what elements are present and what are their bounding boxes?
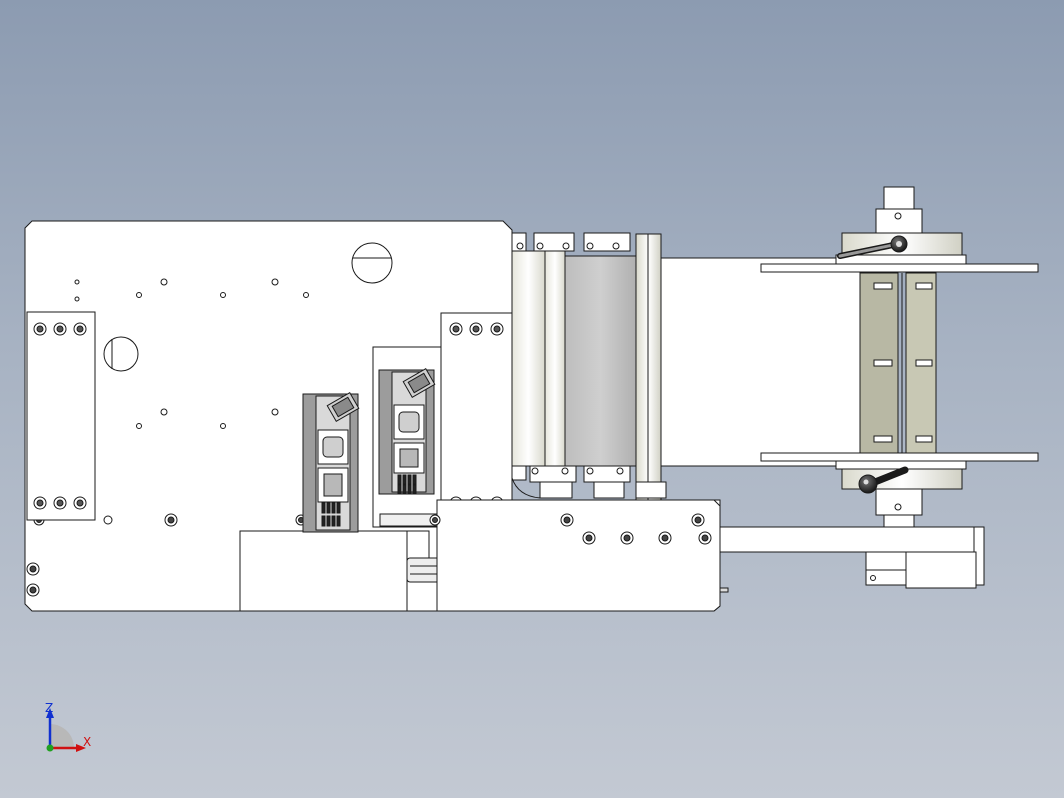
ball-handle-lever-bottom[interactable] <box>858 466 909 494</box>
left-side-bracket <box>26 311 96 521</box>
roller-assembly <box>511 232 667 501</box>
adjust-post-bottom <box>835 460 977 589</box>
x-axis-label: X <box>83 735 91 749</box>
coordinate-triad-icon: Z X <box>45 701 91 752</box>
z-axis-label: Z <box>45 701 53 715</box>
mount-hole-top <box>351 242 393 284</box>
right-side-bracket <box>440 312 513 521</box>
roller-2 <box>544 250 566 467</box>
mount-hole-left <box>103 336 139 372</box>
sensor-module-right <box>378 368 436 495</box>
ball-handle-lever-top[interactable] <box>837 235 908 259</box>
roller-1 <box>511 250 546 467</box>
web-rail-bottom <box>760 452 1039 462</box>
label-web <box>660 257 1039 586</box>
web-rail-top <box>760 263 1039 273</box>
drum-roller <box>564 255 637 467</box>
lower-tray-plate <box>429 499 729 612</box>
guide-plates <box>859 272 937 454</box>
lower-block <box>239 530 408 612</box>
fastener-holes <box>74 278 309 525</box>
roller-caps-top <box>511 232 631 252</box>
sensor-module-left <box>302 392 360 533</box>
lower-arm <box>719 526 983 553</box>
roller-caps-bottom <box>511 465 667 499</box>
